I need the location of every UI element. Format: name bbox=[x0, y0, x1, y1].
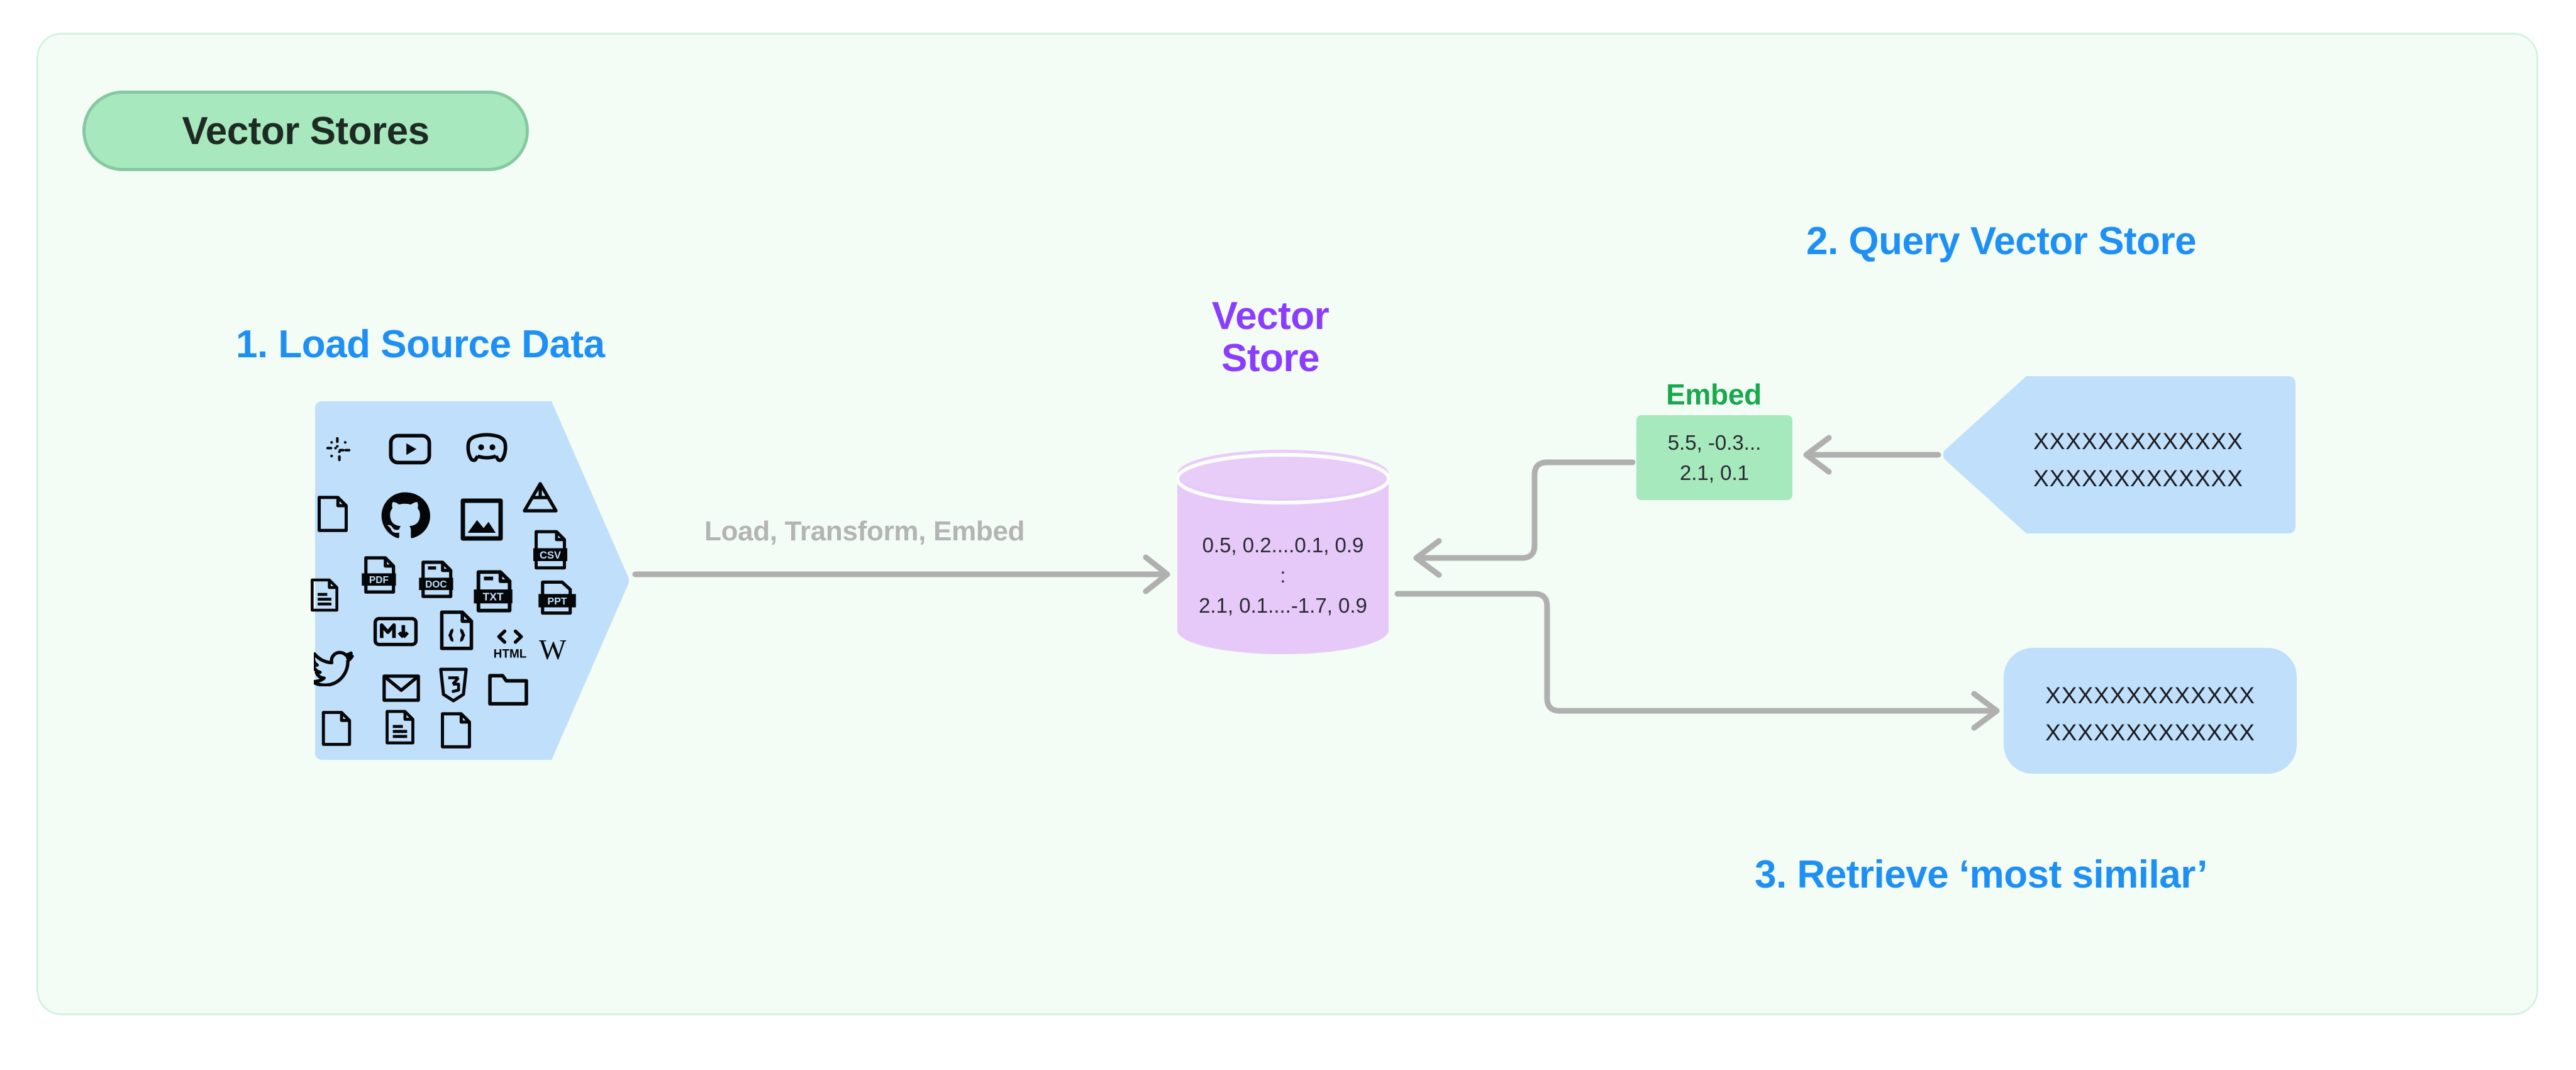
query-line-1: XXXXXXXXXXXXX bbox=[2033, 465, 2243, 492]
embed-vector-box: 5.5, -0.3... 2.1, 0.1 bbox=[1636, 415, 1792, 500]
source-data-hexagon bbox=[315, 401, 629, 760]
embed-label: Embed bbox=[1666, 378, 1762, 411]
retrieve-line-1: XXXXXXXXXXXXX bbox=[2045, 720, 2255, 746]
vector-row-0: 0.5, 0.2....0.1, 0.9 bbox=[1202, 533, 1364, 557]
step-2-heading: 2. Query Vector Store bbox=[1806, 220, 2197, 263]
embed-line-0: 5.5, -0.3... bbox=[1667, 430, 1762, 454]
vector-store-title-line-1: Vector bbox=[1211, 294, 1330, 338]
pipeline-caption: Load, Transform, Embed bbox=[704, 516, 1025, 547]
vector-store-rows: 0.5, 0.2....0.1, 0.9 : 2.1, 0.1....-1.7,… bbox=[1176, 530, 1390, 621]
step-1-heading: 1. Load Source Data bbox=[236, 323, 605, 366]
vector-store-title-line-2: Store bbox=[1221, 336, 1319, 380]
retrieve-result-box bbox=[2004, 648, 2297, 774]
title-pill-label: Vector Stores bbox=[182, 109, 430, 153]
embed-line-1: 2.1, 0.1 bbox=[1679, 460, 1750, 484]
vector-row-2: 2.1, 0.1....-1.7, 0.9 bbox=[1199, 593, 1367, 617]
query-input-shape bbox=[1943, 376, 2296, 533]
step-3-heading: 3. Retrieve ‘most similar’ bbox=[1755, 853, 2207, 896]
retrieve-result-text: XXXXXXXXXXXXX XXXXXXXXXXXXX bbox=[2004, 677, 2297, 751]
title-pill: Vector Stores bbox=[82, 91, 529, 171]
query-line-0: XXXXXXXXXXXXX bbox=[2033, 428, 2243, 454]
query-input-text: XXXXXXXXXXXXX XXXXXXXXXXXXX bbox=[1981, 423, 2296, 497]
vector-row-1: : bbox=[1280, 563, 1286, 587]
retrieve-line-0: XXXXXXXXXXXXX bbox=[2045, 683, 2255, 708]
vector-store-cylinder bbox=[1176, 450, 1390, 654]
vector-store-title: Vector Store bbox=[1182, 294, 1358, 380]
